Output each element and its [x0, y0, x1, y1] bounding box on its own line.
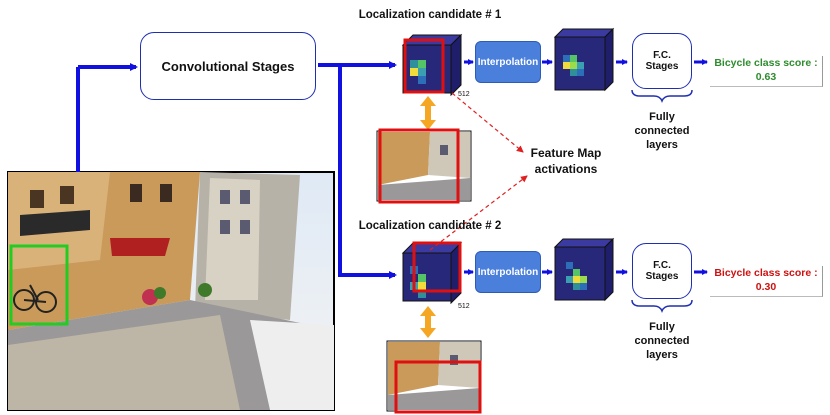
fc-braces — [631, 89, 693, 314]
crop-thumbnail-2 — [386, 340, 482, 414]
flow-arrows — [76, 61, 397, 279]
depth-label-1: 512 — [458, 91, 470, 98]
candidate-2-title: Localization candidate # 2 — [358, 220, 502, 232]
activation-arrows — [429, 92, 528, 251]
interpolated-map-2 — [553, 237, 615, 302]
fc-stages-box-1: F.C. Stages — [632, 33, 692, 89]
depth-label-2: 512 — [458, 303, 470, 310]
input-photo — [7, 171, 335, 411]
fc-stages-box-2: F.C. Stages — [632, 243, 692, 299]
interpolation-box-2: Interpolation — [475, 251, 541, 293]
score-2-value: 0.30 — [755, 281, 777, 293]
score-1-label: Bicycle class score : — [714, 57, 818, 69]
convolutional-stages-box: Convolutional Stages — [140, 32, 316, 100]
score-2: Bicycle class score : 0.30 — [710, 266, 823, 297]
score-1-value: 0.63 — [755, 71, 777, 83]
orange-arrows — [420, 96, 436, 338]
fc-caption-1: Fully connected layers — [634, 111, 690, 151]
feature-map-2 — [401, 241, 463, 305]
feature-map-activations-label: Feature Map activations — [530, 146, 602, 176]
interpolated-map-1 — [553, 27, 615, 92]
feature-map-1 — [401, 33, 463, 97]
candidate-1-title: Localization candidate # 1 — [358, 9, 502, 21]
fc-caption-2: Fully connected layers — [634, 321, 690, 361]
interpolation-box-1: Interpolation — [475, 41, 541, 83]
pipeline-arrows — [464, 59, 708, 275]
bicycle-box — [9, 244, 69, 326]
score-2-label: Bicycle class score : — [714, 267, 818, 279]
score-1: Bicycle class score : 0.63 — [710, 56, 823, 87]
crop-thumbnail-1 — [376, 128, 472, 204]
